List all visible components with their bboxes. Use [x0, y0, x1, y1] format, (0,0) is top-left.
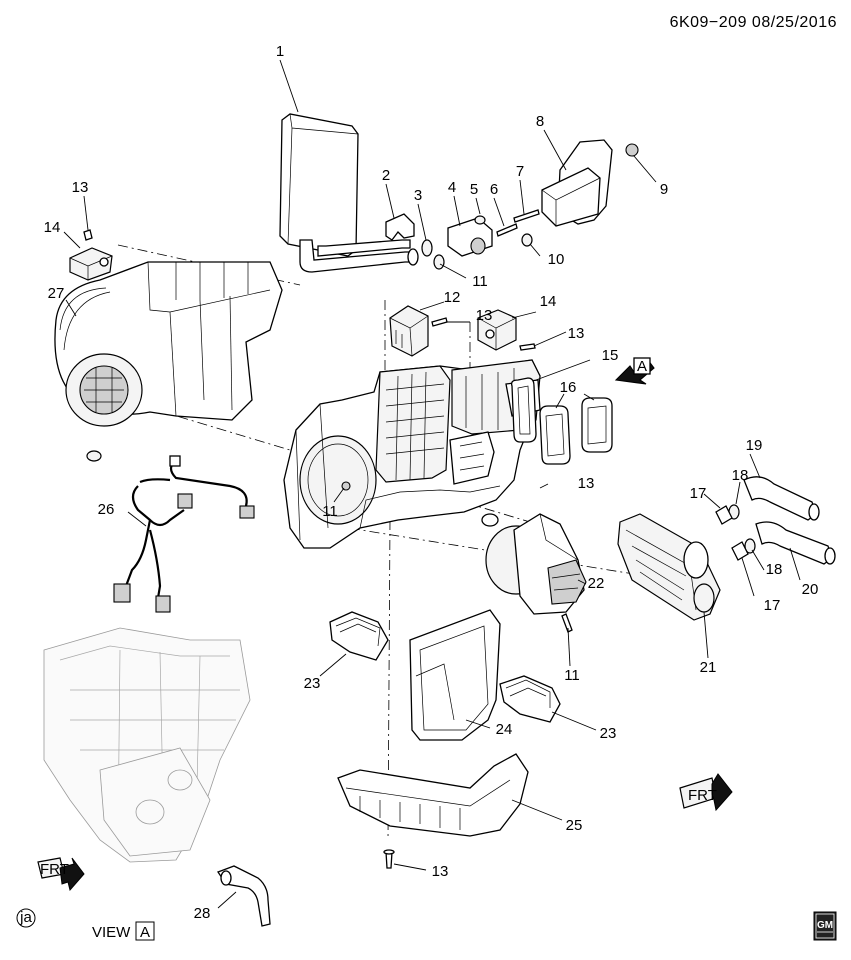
svg-text:GM: GM [817, 920, 833, 931]
valve-part-4 [447, 217, 493, 257]
callout-23-left: 23 [304, 675, 321, 692]
callout-3: 3 [414, 187, 422, 204]
callout-4: 4 [448, 179, 456, 196]
callout-11-top: 11 [472, 273, 488, 290]
duct-left [329, 611, 389, 661]
lower-case-panel [337, 753, 529, 837]
callout-17-top: 17 [690, 485, 707, 502]
view-caption: VIEW A [92, 921, 155, 941]
callout-27: 27 [48, 285, 65, 302]
view-marker-letter: A [637, 358, 647, 375]
callout-12: 12 [444, 289, 461, 306]
callout-13-bottom: 13 [432, 863, 449, 880]
frt-label: FRT [688, 787, 717, 804]
callout-26: 26 [98, 501, 115, 518]
callout-20: 20 [802, 581, 819, 598]
seals [510, 377, 613, 465]
callout-18-top: 18 [732, 467, 749, 484]
callout-8: 8 [536, 113, 544, 130]
refrigerant-pipes [715, 476, 836, 565]
callout-9: 9 [660, 181, 668, 198]
frt-arrow-lower-left: FRT [37, 857, 85, 892]
blower-housing [54, 261, 283, 462]
callout-17-bottom: 17 [764, 597, 781, 614]
svg-text:ja: ja [19, 909, 32, 926]
screw-bottom [383, 849, 395, 869]
heater-core [279, 113, 419, 273]
callout-13-upper-left: 13 [72, 179, 89, 196]
blower-resistor [389, 305, 448, 357]
gm-logo: GM [813, 911, 837, 941]
view-a-marker: A [614, 357, 655, 385]
callout-25: 25 [566, 817, 583, 834]
callout-24: 24 [496, 721, 513, 738]
callout-11-middle: 11 [322, 503, 338, 520]
callout-2: 2 [382, 167, 390, 184]
callout-7: 7 [516, 163, 524, 180]
seal-part-10 [521, 233, 533, 247]
frt-arrow-right: FRT [679, 773, 733, 812]
leader-lines [63, 59, 801, 909]
callout-18-bottom: 18 [766, 561, 783, 578]
drain-hose [217, 865, 271, 927]
duct-right [499, 675, 561, 723]
callout-13-case: 13 [578, 475, 595, 492]
callout-5: 5 [470, 181, 478, 198]
callout-22: 22 [588, 575, 605, 592]
seal-part-11a [433, 254, 445, 270]
view-caption-letter: A [140, 924, 150, 941]
callout-11-bottom: 11 [564, 667, 580, 684]
callout-6: 6 [490, 181, 498, 198]
seal-part-3 [421, 239, 433, 257]
bracket-part-2 [385, 213, 415, 241]
callout-13-center: 13 [476, 307, 493, 324]
actuator-center [477, 309, 536, 351]
evaporator-core [617, 513, 721, 621]
callout-labels: 1 2 3 4 5 6 7 8 9 10 11 11 11 12 13 13 1… [44, 43, 819, 922]
callout-28: 28 [194, 905, 211, 922]
view-a-inset [43, 627, 251, 863]
callout-19: 19 [746, 437, 763, 454]
floor-duct [409, 609, 501, 741]
stud-part-6 [496, 223, 518, 237]
blower-motor [485, 513, 587, 633]
nut-part-9 [625, 143, 639, 157]
bolt-part-7 [513, 209, 540, 223]
wiring-harness [113, 455, 255, 613]
callout-14-left: 14 [44, 219, 61, 236]
callout-15: 15 [602, 347, 619, 364]
callout-13-right: 13 [568, 325, 585, 342]
actuator-upper-left [69, 229, 113, 281]
callout-1: 1 [276, 43, 284, 60]
callout-10: 10 [548, 251, 565, 268]
expansion-valve-group [385, 139, 639, 270]
callout-16: 16 [560, 379, 577, 396]
callout-23-right: 23 [600, 725, 617, 742]
callout-21: 21 [700, 659, 717, 676]
hvac-case [283, 359, 541, 549]
artist-mark: ja [16, 908, 36, 928]
view-caption-word: VIEW [92, 924, 131, 941]
washer-part-5 [474, 215, 486, 225]
frt-label: FRT [40, 861, 69, 878]
callout-14-center: 14 [540, 293, 557, 310]
diagram-code: 6K09−209 08/25/2016 [669, 14, 837, 31]
